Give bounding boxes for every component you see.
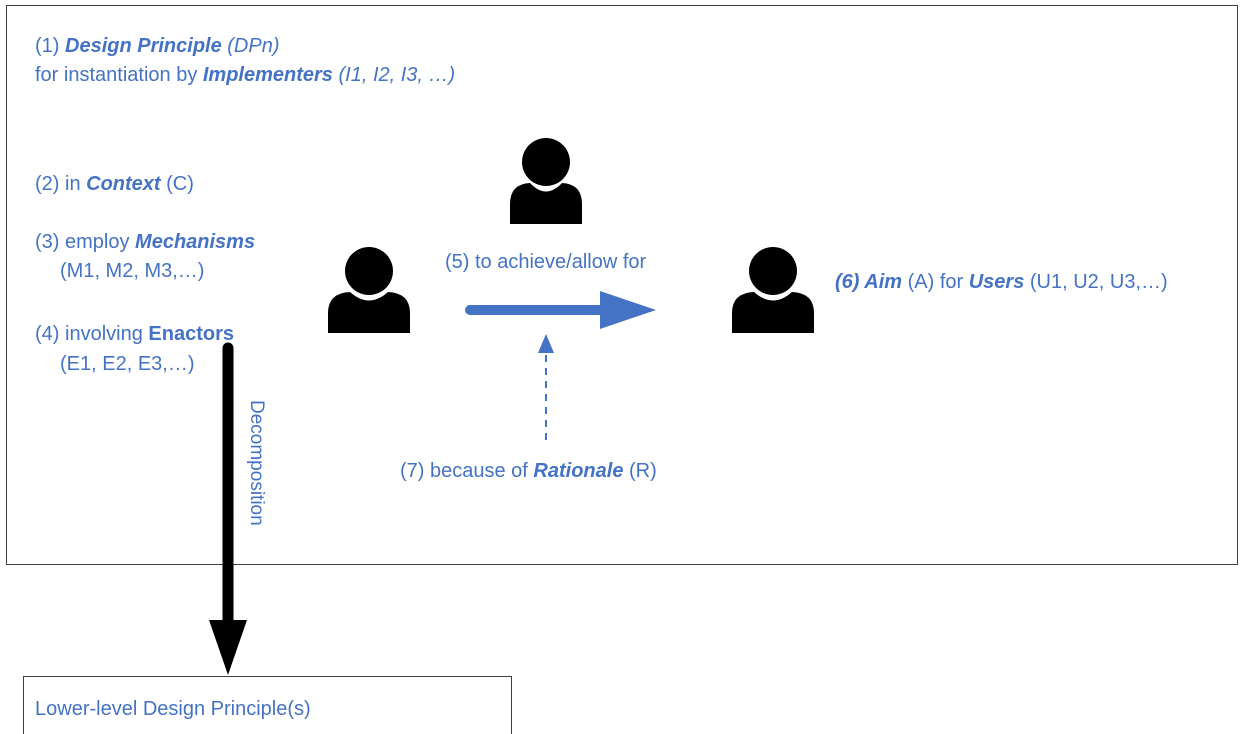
decomposition-label: Decomposition [246,400,267,526]
implementers-line: for instantiation by Implementers (I1, I… [35,63,455,87]
implementers-term: Implementers [202,64,333,86]
achieve-label: (5) to achieve/allow for [445,251,647,273]
context-prefix: (2) in [35,173,87,195]
rationale-line: (7) because of Rationale (R) [400,459,657,483]
implementers-prefix: for instantiation by [35,64,203,86]
mechanisms-list: (M1, M2, M3,…) [60,260,205,282]
users-list: (U1, U2, U3,…) [1024,271,1168,293]
context-abbr: (C) [160,173,194,195]
design-principle-box [6,5,1238,565]
enactors-line: (4) involving Enactors [35,322,234,346]
context-line: (2) in Context (C) [35,172,194,196]
aim-line: (6) Aim (A) for Users (U1, U2, U3,…) [835,270,1168,294]
enactor-person-icon [328,247,410,333]
implementer-person-icon [510,138,582,224]
enactors-term: Enactors [148,323,234,345]
aim-term: (6) Aim [835,271,903,293]
lower-level-label: Lower-level Design Principle(s) [35,698,311,720]
lower-level-box [23,676,512,734]
design-principle-number: (1) [35,35,65,57]
enactors-prefix: (4) involving [35,323,149,345]
aim-abbr: (A) for [902,271,969,293]
achieve-arrow [465,291,656,329]
users-term: Users [968,271,1025,293]
user-person-icon [732,247,814,333]
design-principle-abbr: (DPn) [221,35,280,57]
decomposition-arrow [209,342,247,675]
mechanisms-term: Mechanisms [135,231,256,253]
rationale-prefix: (7) because of [400,460,534,482]
rationale-term: Rationale [533,460,624,482]
mechanisms-prefix: (3) employ [35,231,136,253]
design-principle-term: Design Principle [65,35,222,57]
implementers-list: (I1, I2, I3, …) [332,64,456,86]
rationale-abbr: (R) [623,460,657,482]
context-term: Context [86,173,161,195]
mechanisms-line: (3) employ Mechanisms [35,230,255,254]
design-principle-line: (1) Design Principle (DPn) [35,34,280,58]
enactors-list: (E1, E2, E3,…) [60,353,195,375]
rationale-arrow [538,334,554,440]
